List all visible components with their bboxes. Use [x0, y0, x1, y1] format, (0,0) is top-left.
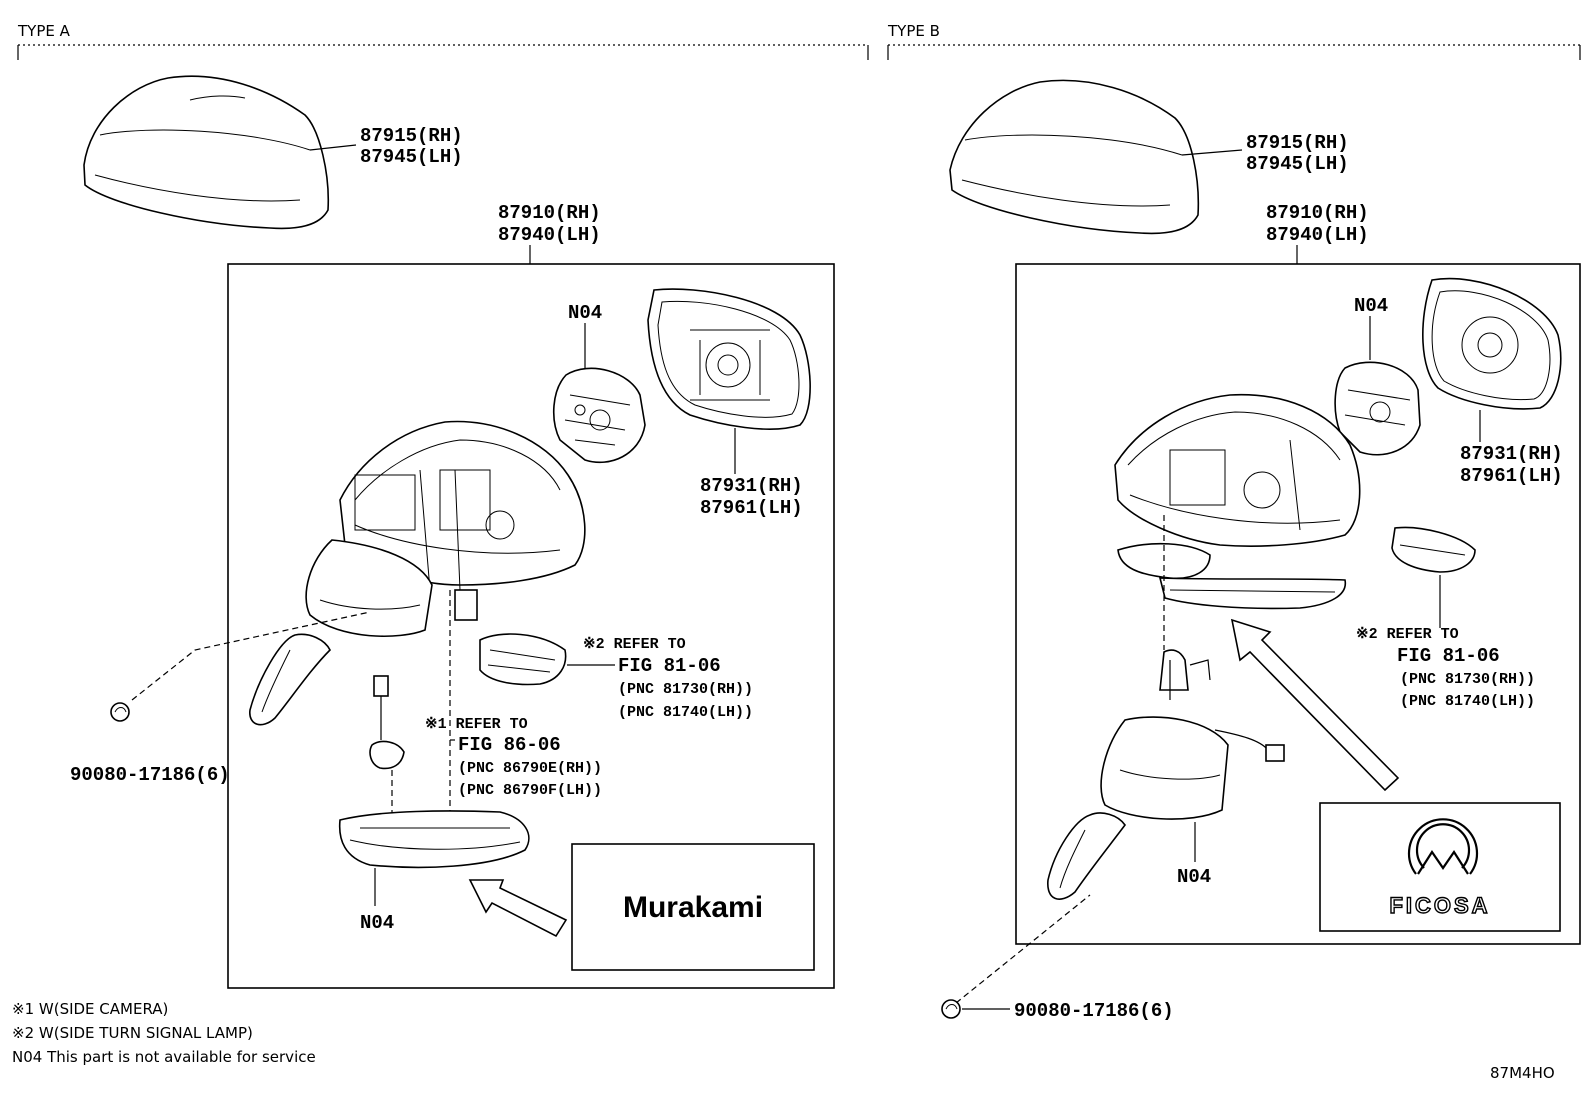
type-a-assy-rh: 87910(RH): [498, 202, 601, 224]
type-a-cover-lh: 87945(LH): [360, 146, 463, 168]
side-camera-icon: [369, 675, 405, 770]
note-not-serviceable: N04 This part is not available for servi…: [12, 1048, 316, 1066]
note-side-camera: ※1 W(SIDE CAMERA): [12, 1000, 168, 1018]
type-a-lower-label: N04: [360, 912, 394, 934]
type-b-assembly-frame: [1015, 263, 1581, 945]
type-b-title: TYPE B: [887, 22, 940, 40]
type-a-motor-label: N04: [568, 302, 602, 324]
type-a-cover-rh: 87915(RH): [360, 125, 463, 147]
note-turn-signal: ※2 W(SIDE TURN SIGNAL LAMP): [12, 1024, 253, 1042]
type-b-cover-rh: 87915(RH): [1246, 132, 1349, 154]
type-b-assy-rh: 87910(RH): [1266, 202, 1369, 224]
type-a-ref1-pnc-lh: (PNC 86790F(LH)): [458, 782, 602, 799]
footnotes: ※1 W(SIDE CAMERA) ※2 W(SIDE TURN SIGNAL …: [12, 1000, 316, 1066]
type-b-ref2-pnc-lh: (PNC 81740(LH)): [1400, 693, 1535, 710]
type-a-ref2-line2: FIG 81-06: [618, 655, 721, 677]
ficosa-brand: FICOSA: [1389, 893, 1490, 918]
type-a-ref1-line1: ※1 REFER TO: [425, 716, 528, 733]
mirror-actuator-icon-b: [1334, 361, 1421, 456]
type-a-ref2-pnc-lh: (PNC 81740(LH)): [618, 704, 753, 721]
turn-signal-lamp-icon-b: [1391, 526, 1476, 573]
mirror-actuator-icon: [552, 367, 646, 464]
type-b-mirror-lh: 87961(LH): [1460, 465, 1563, 487]
type-b-mirror-rh: 87931(RH): [1460, 443, 1563, 465]
ficosa-brand-box: [1319, 802, 1561, 932]
ficosa-logo-icon: [1407, 818, 1479, 875]
type-a-section: TYPE A 87915(RH) 87945(LH) 87910(RH) 879…: [17, 22, 869, 989]
type-a-ref1-line2: FIG 86-06: [458, 734, 561, 756]
type-a-mirror-lh: 87961(LH): [700, 497, 803, 519]
type-a-ref2-pnc-rh: (PNC 81730(RH)): [618, 681, 753, 698]
type-b-section: TYPE B 87915(RH) 87945(LH) 87910(RH) 879…: [887, 22, 1581, 1022]
type-b-ref2-pnc-rh: (PNC 81730(RH)): [1400, 671, 1535, 688]
mirror-base-icon-b: [1047, 649, 1285, 900]
type-b-motor-label: N04: [1354, 295, 1388, 317]
type-a-ref1-pnc-rh: (PNC 86790E(RH)): [458, 760, 602, 777]
mirror-housing-icon-b: [1114, 393, 1361, 547]
screw-icon-b: [941, 999, 961, 1019]
type-a-assembly-frame: [227, 263, 835, 989]
mirror-housing-icon: [249, 420, 586, 726]
type-b-cover-lh: 87945(LH): [1246, 153, 1349, 175]
murakami-brand-box: [571, 843, 815, 971]
lower-cover-icon: [338, 810, 530, 869]
type-b-ref2-line1: ※2 REFER TO: [1356, 626, 1459, 643]
type-a-screw: 90080-17186(6): [70, 764, 230, 786]
mirror-glass-icon-b: [1422, 277, 1562, 410]
pointer-arrow-icon: [468, 879, 568, 938]
lower-cover-icon-b: [1117, 542, 1347, 610]
type-a-mirror-rh: 87931(RH): [700, 475, 803, 497]
screw-icon: [110, 702, 130, 722]
type-a-title: TYPE A: [17, 22, 71, 40]
mirror-glass-icon: [647, 288, 811, 430]
murakami-brand: Murakami: [623, 891, 763, 924]
type-b-lower-label: N04: [1177, 866, 1211, 888]
mirror-cover-icon: [83, 75, 330, 230]
type-b-ref2-line2: FIG 81-06: [1397, 645, 1500, 667]
type-b-assy-lh: 87940(LH): [1266, 224, 1369, 246]
type-a-assy-lh: 87940(LH): [498, 224, 601, 246]
type-b-screw: 90080-17186(6): [1014, 1000, 1174, 1022]
pointer-arrow-icon-b: [1230, 618, 1400, 792]
type-a-ref2-line1: ※2 REFER TO: [583, 636, 686, 653]
figure-code: 87M4HO: [1490, 1064, 1555, 1082]
mirror-cover-icon-b: [949, 79, 1200, 235]
turn-signal-lamp-icon: [479, 633, 567, 686]
